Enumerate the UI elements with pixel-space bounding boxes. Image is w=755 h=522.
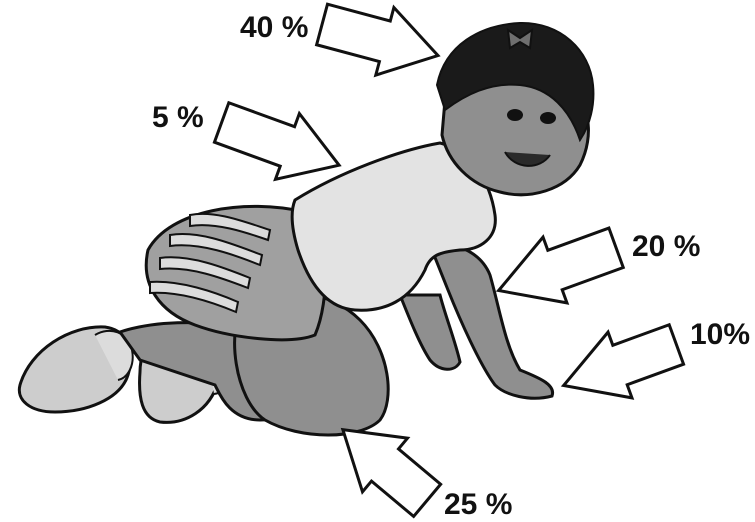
arrow-head-icon (313, 0, 447, 89)
arrow-back-icon (210, 90, 351, 199)
arrow-leg-icon (320, 403, 449, 522)
arrow-hand-icon (552, 312, 689, 419)
back-percent-label: 5 % (152, 103, 204, 133)
hand-percent-label: 10% (690, 320, 750, 350)
arrow-arm-icon (487, 215, 628, 324)
leg-percent-label: 25 % (444, 490, 512, 520)
head-percent-label: 40 % (240, 13, 308, 43)
arm-percent-label: 20 % (632, 232, 700, 262)
